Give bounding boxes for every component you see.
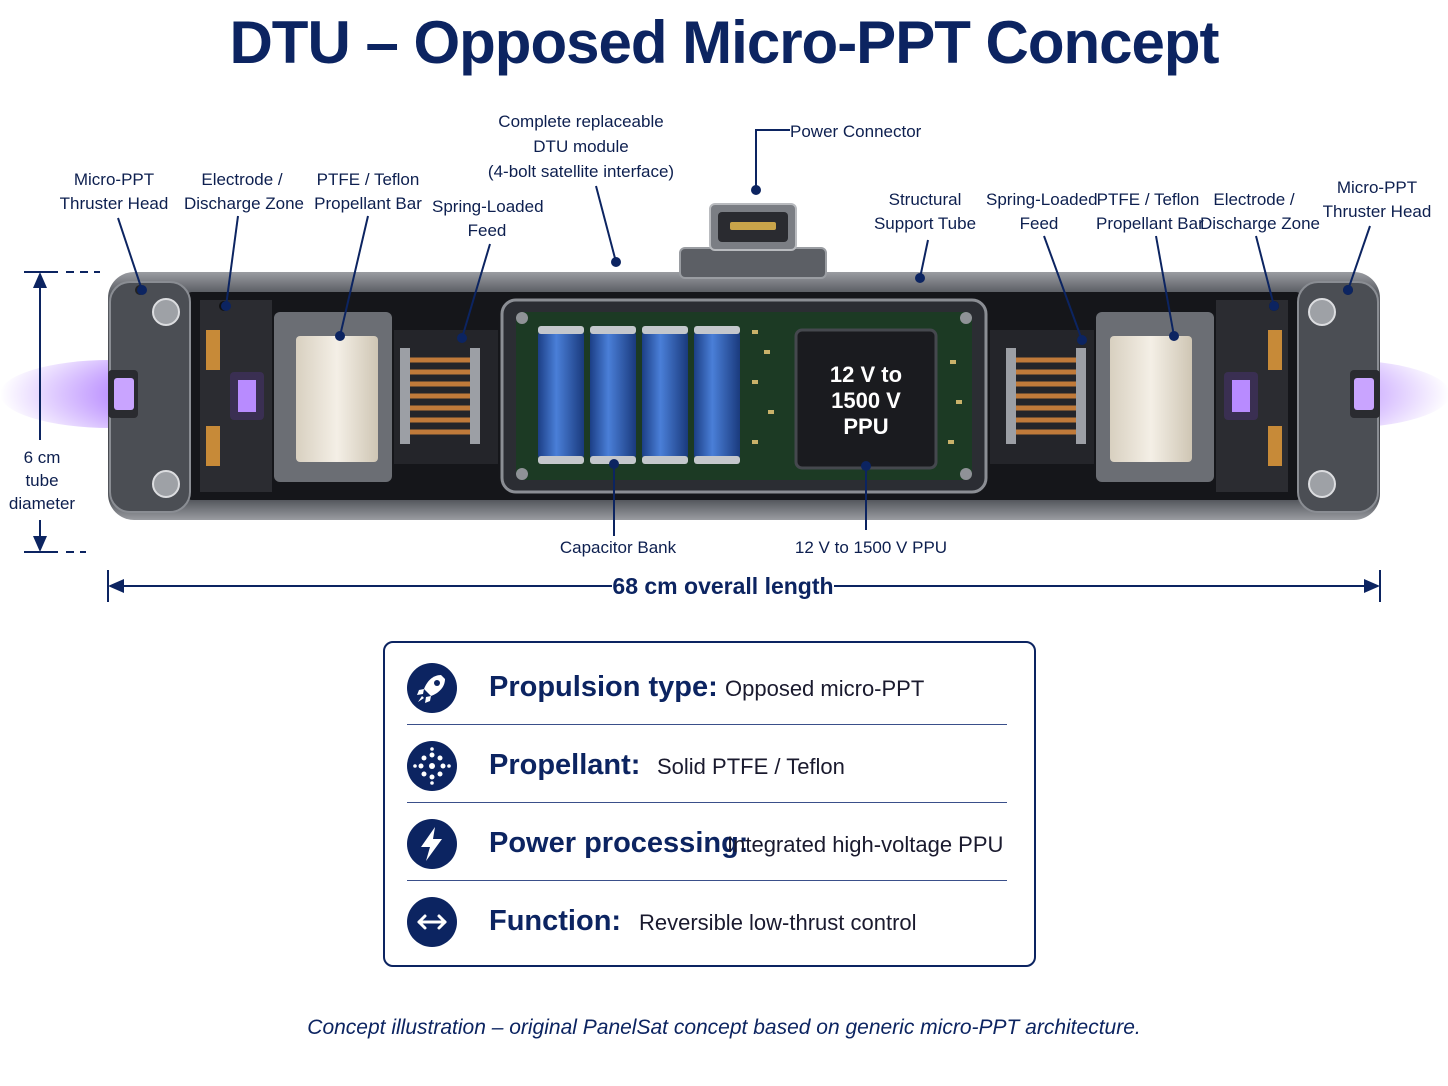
ptfe-bar-right <box>1096 312 1214 482</box>
electrode-right <box>1216 300 1288 492</box>
spec-row-power: Power processing: Integrated high-voltag… <box>407 805 1007 881</box>
spec-value: Solid PTFE / Teflon <box>657 754 845 779</box>
lightning-icon <box>407 819 457 869</box>
thruster-head-right <box>1297 281 1380 513</box>
ptfe-bar-left <box>274 312 392 482</box>
diameter-dimension <box>24 271 100 553</box>
spec-panel: Propulsion type: Opposed micro-PPT Prope… <box>383 641 1036 967</box>
label-power-connector: Power Connector <box>790 122 922 141</box>
double-arrow-icon <box>407 897 457 947</box>
spec-row-propellant: Propellant: Solid PTFE / Teflon <box>407 727 1007 803</box>
spec-row-function: Function: Reversible low-thrust control <box>407 883 1007 959</box>
page-title: DTU – Opposed Micro-PPT Concept <box>229 9 1219 76</box>
dtu-diagram <box>0 129 1448 602</box>
spec-value: Opposed micro-PPT <box>725 676 925 701</box>
spec-key: Function: <box>489 905 622 937</box>
footer-caption: Concept illustration – original PanelSat… <box>307 1016 1141 1039</box>
capacitor-bank <box>538 326 740 464</box>
label-ppu: 12 V to 1500 V PPU <box>794 538 948 557</box>
spec-key: Power processing: <box>489 827 749 859</box>
divider <box>407 802 1007 803</box>
spec-row-propulsion: Propulsion type: Opposed micro-PPT <box>407 649 1007 725</box>
spring-right <box>990 330 1094 464</box>
label-electrode-left: Electrode /Discharge Zone <box>184 170 305 213</box>
label-electrode-right: Electrode /Discharge Zone <box>1200 190 1321 233</box>
divider <box>407 880 1007 881</box>
thruster-head-left <box>108 281 191 513</box>
label-capacitor-bank: Capacitor Bank <box>559 538 677 557</box>
spring-left <box>394 330 498 464</box>
propellant-dots-icon <box>407 741 457 791</box>
rocket-icon <box>407 663 457 713</box>
length-label: 68 cm overall length <box>612 573 834 600</box>
electrode-left <box>200 300 272 492</box>
divider <box>407 724 1007 725</box>
spec-key: Propellant: <box>489 749 641 781</box>
spec-value: Integrated high-voltage PPU <box>727 832 1004 857</box>
spec-key: Propulsion type: <box>489 671 718 703</box>
power-connector <box>679 203 827 279</box>
spec-value: Reversible low-thrust control <box>639 910 917 935</box>
